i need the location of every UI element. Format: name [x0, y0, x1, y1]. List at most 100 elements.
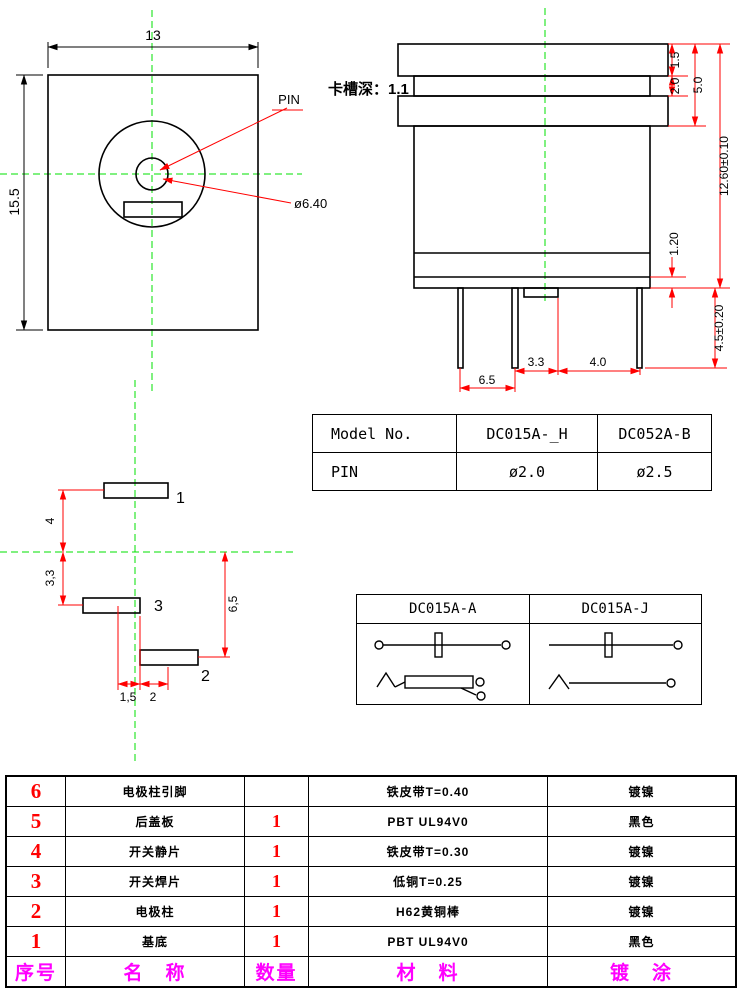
pad-2-label: 2 — [201, 668, 210, 685]
side-top-flange — [397, 43, 669, 77]
bom-part-name: 电极柱引脚 — [65, 777, 244, 806]
side-neck — [413, 75, 651, 97]
bom-part-name: 开关焊片 — [65, 867, 244, 896]
bom-part-material: PBT UL94V0 — [308, 927, 547, 956]
bom-part-material: 铁皮带T=0.40 — [308, 777, 547, 806]
dim-1-5-label: 1.5 — [668, 51, 682, 68]
bom-header-qty: 数量 — [244, 957, 308, 986]
model-table-row-pin: PIN ø2.0 ø2.5 — [313, 452, 711, 490]
side-second-flange — [397, 95, 669, 127]
bom-part-material: PBT UL94V0 — [308, 807, 547, 836]
bom-part-finish: 黑色 — [547, 807, 735, 836]
layout-dim-3-3-label: 3,3 — [43, 569, 57, 586]
dim-2-0-label: 2.0 — [668, 77, 682, 94]
slot-depth-note: 卡槽深：1.1 — [328, 80, 409, 98]
pin-diameter-2: ø2.5 — [597, 453, 711, 490]
model-value-1: DC015A-_H — [456, 415, 597, 452]
side-pin-right — [636, 287, 643, 369]
bom-row-3: 3 开关焊片 1 低铜T=0.25 镀镍 — [7, 866, 735, 896]
dim-pin-length-label: 4.5±0.20 — [712, 304, 726, 351]
dim-5-0-label: 5.0 — [691, 76, 705, 93]
dim-4-0-label: 4.0 — [590, 355, 607, 369]
bom-part-qty: 1 — [244, 897, 308, 926]
dim-6-5-label: 6.5 — [479, 373, 496, 387]
bom-part-qty: 1 — [244, 927, 308, 956]
technical-drawing: 13 15.5 PIN ø6.40 — [0, 8, 731, 762]
bom-row-5: 5 后盖板 1 PBT UL94V0 黑色 — [7, 806, 735, 836]
key-slot — [123, 201, 183, 218]
bom-part-number: 2 — [30, 899, 42, 923]
pin-diameter-1: ø2.0 — [456, 453, 597, 490]
bom-part-number: 5 — [30, 809, 42, 833]
bom-part-finish: 黑色 — [547, 927, 735, 956]
side-view: 1.5 2.0 5.0 12.60±0.10 1.20 4.5±0.20 3.3… — [328, 43, 731, 392]
side-pin-left — [457, 287, 464, 369]
bom-part-finish: 镀镍 — [547, 777, 735, 806]
bom-part-material: 铁皮带T=0.30 — [308, 837, 547, 866]
bom-part-finish: 镀镍 — [547, 897, 735, 926]
dim-1-20-label: 1.20 — [667, 232, 681, 256]
center-pin-circle — [135, 157, 169, 191]
side-pin-middle — [511, 287, 519, 369]
side-flat-tab — [523, 287, 559, 298]
model-table-row-model: Model No. DC015A-_H DC052A-B — [313, 415, 711, 452]
bom-part-name: 电极柱 — [65, 897, 244, 926]
bom-part-number: 6 — [30, 779, 42, 803]
layout-dim-1-5-label: 1,5 — [120, 690, 137, 704]
pin-callout-label: PIN — [278, 92, 300, 107]
front-body-outline — [47, 74, 259, 331]
dim-diameter-label: ø6.40 — [294, 196, 327, 211]
bom-part-material: 低铜T=0.25 — [308, 867, 547, 896]
bom-part-material: H62黄铜棒 — [308, 897, 547, 926]
bom-part-name: 开关静片 — [65, 837, 244, 866]
bom-part-name: 基底 — [65, 927, 244, 956]
bom-part-qty: 1 — [244, 837, 308, 866]
pad-1-label: 1 — [176, 490, 185, 507]
model-no-header: Model No. — [331, 424, 413, 443]
bom-part-number: 4 — [30, 839, 42, 863]
bom-part-qty: 1 — [244, 807, 308, 836]
bom-part-name: 后盖板 — [65, 807, 244, 836]
bom-part-number: 3 — [30, 869, 42, 893]
schematic-symbol-a-icon — [374, 632, 511, 701]
dim-width-label: 13 — [145, 27, 161, 43]
variant-a-schematic — [357, 624, 529, 704]
bom-part-qty: 1 — [244, 867, 308, 896]
side-main-body — [413, 125, 651, 289]
pad-3-label: 3 — [154, 598, 163, 615]
pin-row-header: PIN — [331, 462, 359, 481]
bom-row-1: 1 基底 1 PBT UL94V0 黑色 — [7, 926, 735, 956]
layout-dim-4-label: 4 — [43, 517, 57, 524]
pin-layout: 1 3 2 4 3,3 6,5 1,5 — [43, 482, 240, 704]
bom-row-2: 2 电极柱 1 H62黄铜棒 镀镍 — [7, 896, 735, 926]
barrel-outer-circle — [98, 120, 206, 228]
front-view: 13 15.5 PIN ø6.40 — [6, 27, 327, 331]
model-table: Model No. DC015A-_H DC052A-B PIN ø2.0 ø2… — [312, 414, 712, 491]
bom-part-finish: 镀镍 — [547, 867, 735, 896]
bom-part-finish: 镀镍 — [547, 837, 735, 866]
dim-total-height-label: 12.60±0.10 — [717, 136, 731, 196]
layout-dim-6-5-label: 6,5 — [226, 595, 240, 612]
bom-header-row: 序号 名 称 数量 材 料 镀 涂 — [7, 956, 735, 986]
variant-table: DC015A-A DC015A-J — [356, 594, 702, 705]
layout-pad-3 — [82, 597, 141, 614]
bom-part-qty — [244, 777, 308, 806]
bom-header-finish: 镀 涂 — [547, 957, 735, 986]
bom-header-number: 序号 — [14, 963, 57, 984]
bom-table: 6 电极柱引脚 铁皮带T=0.40 镀镍 5 后盖板 1 PBT UL94V0 … — [5, 775, 737, 988]
bom-header-name: 名 称 — [65, 957, 244, 986]
layout-dim-2-label: 2 — [150, 690, 157, 704]
dim-3-3-label: 3.3 — [528, 355, 545, 369]
bom-part-number: 1 — [30, 929, 42, 953]
layout-pad-1 — [103, 482, 169, 499]
bom-row-6: 6 电极柱引脚 铁皮带T=0.40 镀镍 — [7, 777, 735, 806]
model-value-2: DC052A-B — [597, 415, 711, 452]
variant-name-j: DC015A-J — [528, 595, 702, 623]
variant-j-schematic — [528, 624, 702, 704]
variant-name-a: DC015A-A — [409, 601, 477, 617]
schematic-symbol-j-icon — [548, 632, 683, 690]
bom-header-material: 材 料 — [308, 957, 547, 986]
dim-height-label: 15.5 — [6, 188, 22, 215]
bom-row-4: 4 开关静片 1 铁皮带T=0.30 镀镍 — [7, 836, 735, 866]
